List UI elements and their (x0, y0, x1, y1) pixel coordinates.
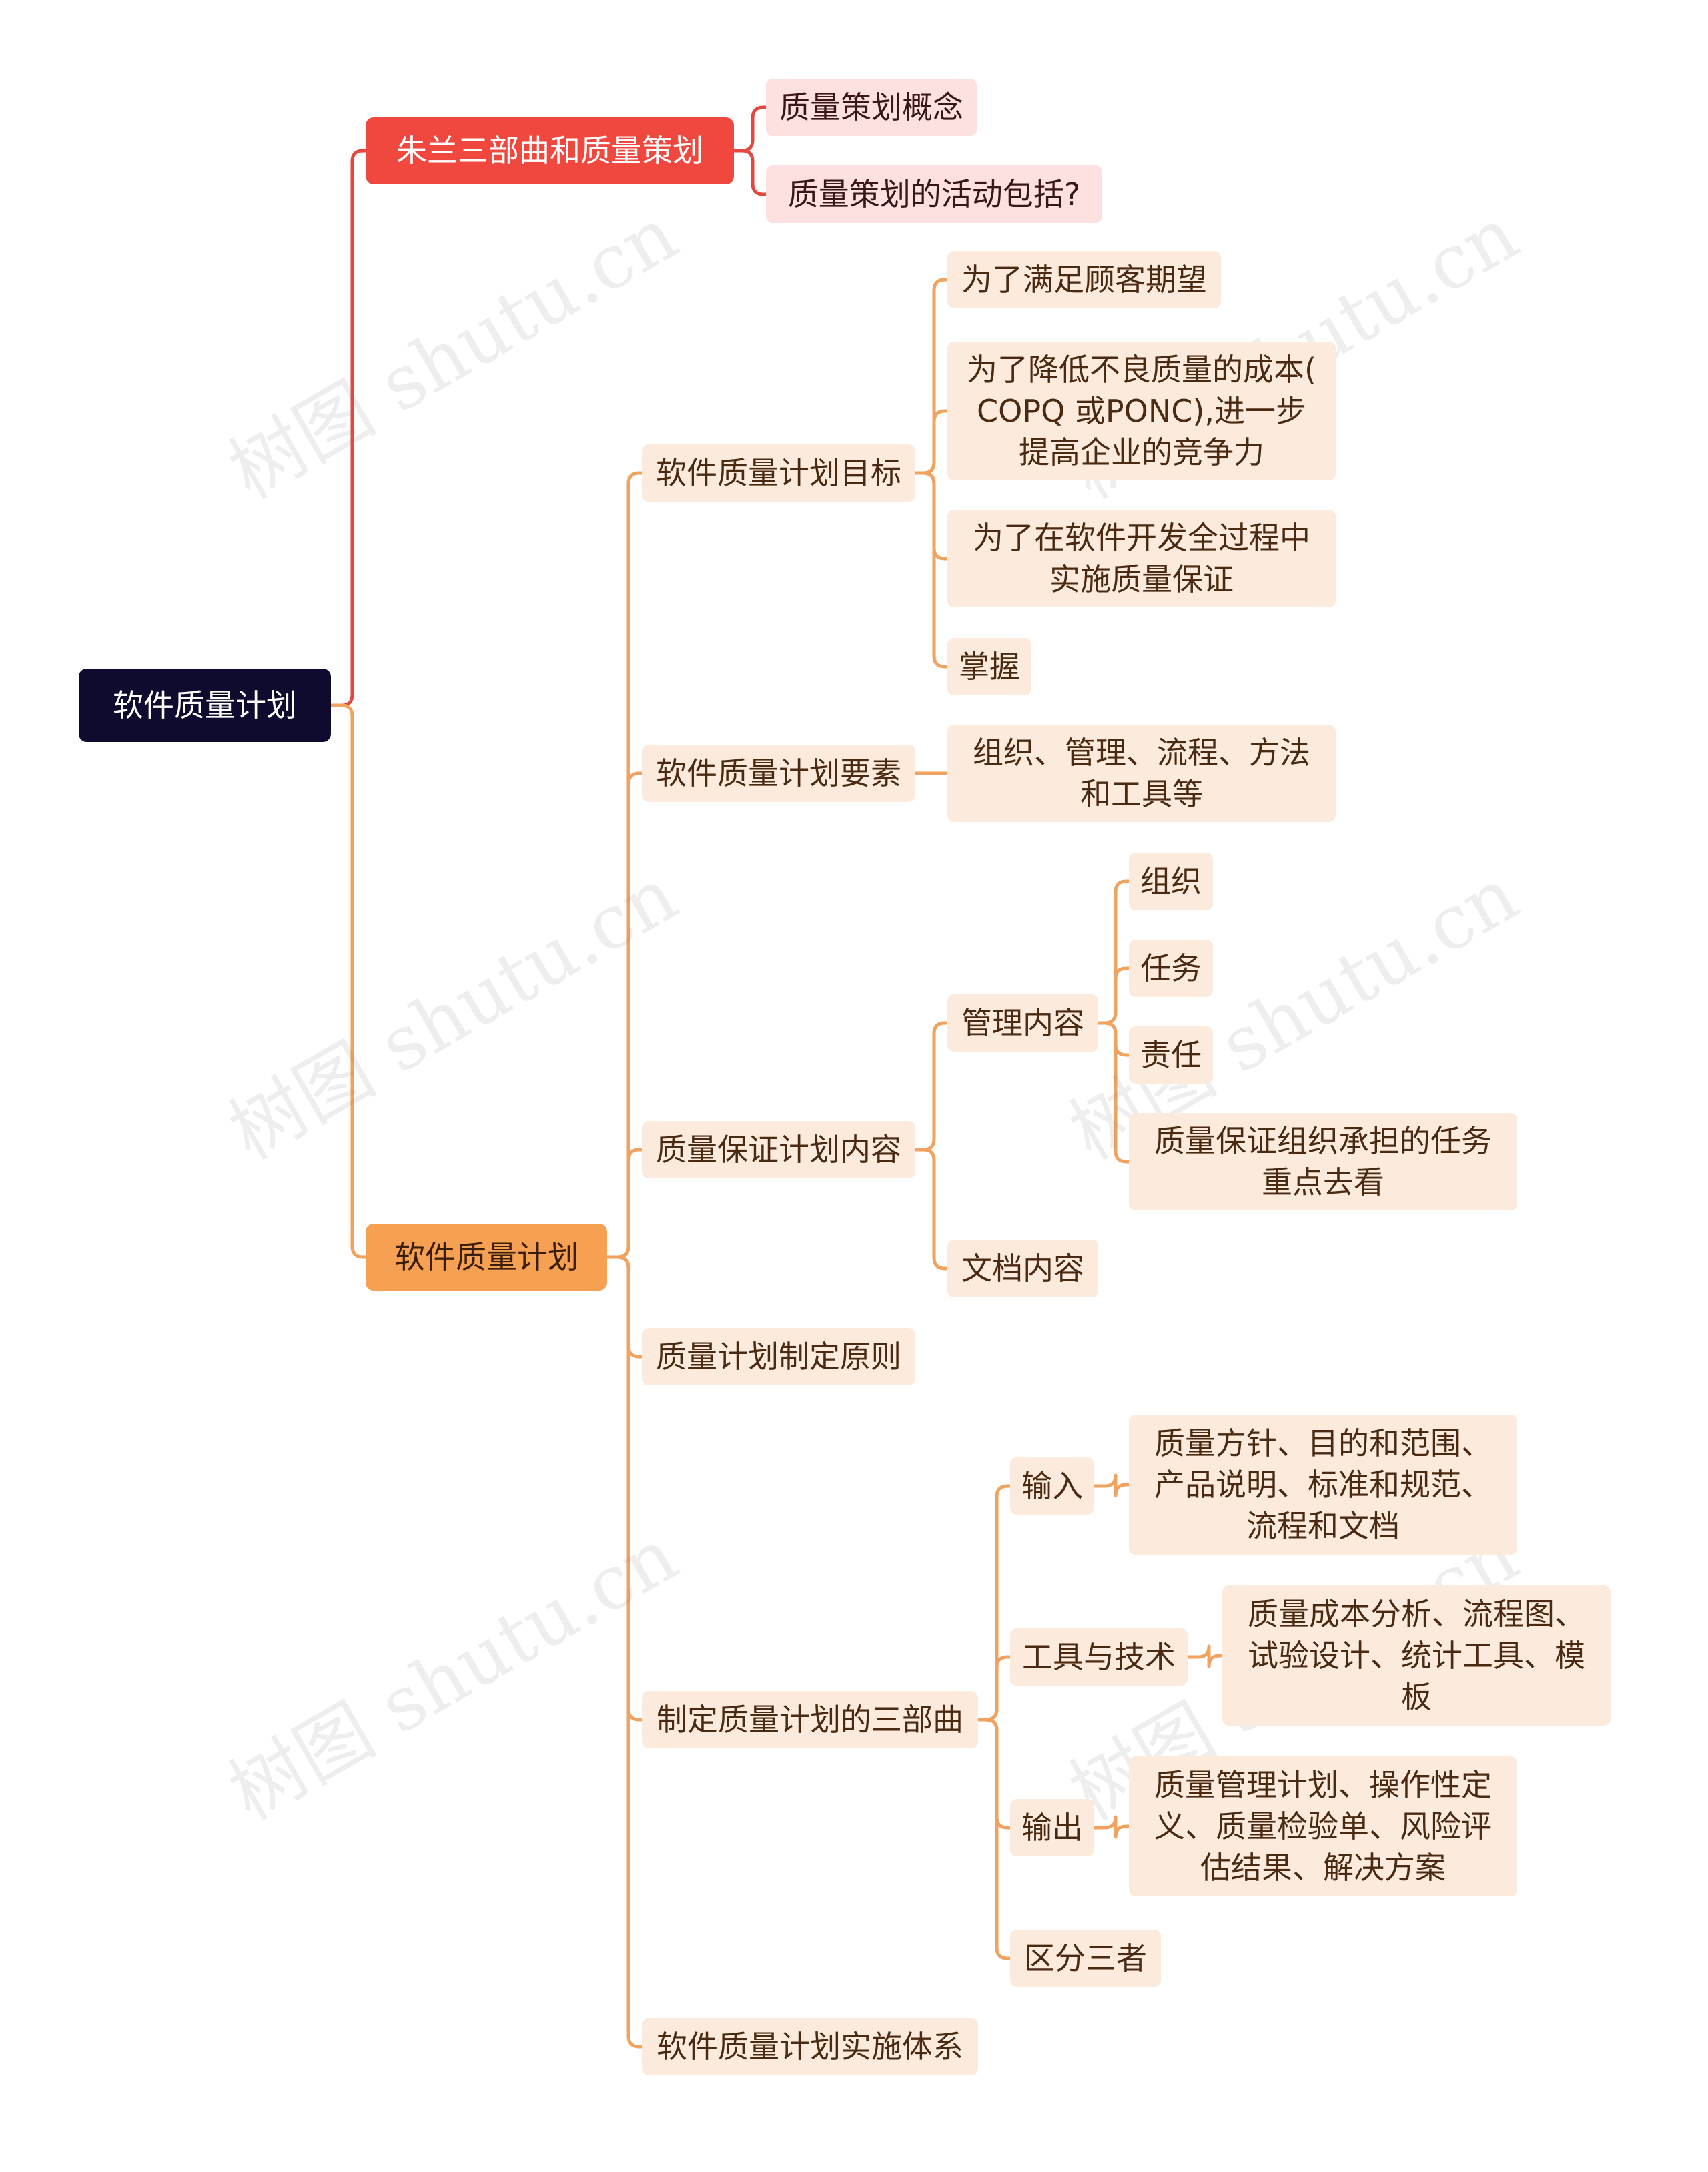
topic-trilogy-input[interactable]: 输入 (1010, 1457, 1094, 1515)
topic-plan-goals[interactable]: 软件质量计划目标 (642, 444, 915, 502)
connector-m4 (1096, 1021, 1131, 1164)
connector-g1 (913, 278, 949, 475)
connector-goals (605, 471, 644, 1259)
topic-distinguish-three[interactable]: 区分三者 (1010, 1930, 1161, 1987)
topic-qa-plan-content[interactable]: 质量保证计划内容 (642, 1121, 915, 1178)
connector-doc (913, 1148, 949, 1271)
topic-goal-assurance[interactable]: 为了在软件开发全过程中 实施质量保证 (947, 510, 1336, 607)
connector-imp (605, 1255, 644, 2049)
connector-pr (605, 1255, 644, 1359)
topic-goal-customer[interactable]: 为了满足顾客期望 (947, 251, 1221, 308)
connector-g2 (913, 409, 949, 475)
topic-plan-trilogy[interactable]: 制定质量计划的三部曲 (642, 1691, 978, 1748)
topic-mgmt-qa-org-tasks[interactable]: 质量保证组织承担的任务 重点去看 (1129, 1113, 1517, 1210)
connector-dis (976, 1718, 1012, 1960)
topic-goal-copq[interactable]: 为了降低不良质量的成本( COPQ 或PONC),进一步 提高企业的竞争力 (947, 342, 1336, 480)
connector-out1 (1092, 1815, 1131, 1839)
connector-or (329, 703, 368, 1259)
topic-plan-implementation[interactable]: 软件质量计划实施体系 (642, 2018, 978, 2075)
connector-tl1 (1186, 1644, 1224, 1668)
topic-mgmt-task[interactable]: 任务 (1129, 940, 1213, 997)
connector-g3 (913, 471, 949, 561)
connector-qa (605, 1148, 644, 1259)
connector-g4 (913, 471, 949, 669)
connector-tr (605, 1255, 644, 1722)
topic-tools-detail[interactable]: 质量成本分析、流程图、 试验设计、统计工具、模 板 (1222, 1585, 1611, 1726)
topic-trilogy-tools[interactable]: 工具与技术 (1010, 1628, 1188, 1686)
connector-in1 (1092, 1473, 1131, 1497)
connector-red2 (732, 149, 768, 196)
topic-document-content[interactable]: 文档内容 (947, 1240, 1098, 1297)
branch-juran-trilogy[interactable]: 朱兰三部曲和质量策划 (366, 117, 734, 184)
topic-mgmt-organization[interactable]: 组织 (1129, 853, 1213, 910)
root-topic[interactable]: 软件质量计划 (79, 669, 331, 742)
topic-plan-elements[interactable]: 软件质量计划要素 (642, 745, 915, 802)
connector-el (605, 771, 644, 1259)
connector-mg (913, 1021, 949, 1152)
topic-input-detail[interactable]: 质量方针、目的和范围、 产品说明、标准和规范、 流程和文档 (1129, 1415, 1517, 1555)
topic-mgmt-responsibility[interactable]: 责任 (1129, 1026, 1213, 1084)
connector-m1 (1096, 879, 1131, 1025)
connector-red (329, 149, 368, 707)
connector-red1 (732, 105, 768, 153)
topic-planning-concept[interactable]: 质量策划概念 (766, 79, 977, 136)
branch-software-quality-plan[interactable]: 软件质量计划 (366, 1224, 607, 1291)
topic-plan-principles[interactable]: 质量计划制定原则 (642, 1328, 915, 1385)
connector-in (976, 1484, 1012, 1722)
topic-goal-master[interactable]: 掌握 (947, 638, 1031, 695)
connector-tl (976, 1655, 1012, 1722)
connector-out (976, 1718, 1012, 1830)
connector-m2 (1096, 966, 1131, 1025)
topic-planning-activities[interactable]: 质量策划的活动包括? (766, 165, 1102, 223)
topic-management-content[interactable]: 管理内容 (947, 994, 1098, 1052)
topic-elements-detail[interactable]: 组织、管理、流程、方法 和工具等 (947, 725, 1336, 822)
topic-output-detail[interactable]: 质量管理计划、操作性定 义、质量检验单、风险评 估结果、解决方案 (1129, 1756, 1517, 1896)
topic-trilogy-output[interactable]: 输出 (1010, 1799, 1094, 1856)
